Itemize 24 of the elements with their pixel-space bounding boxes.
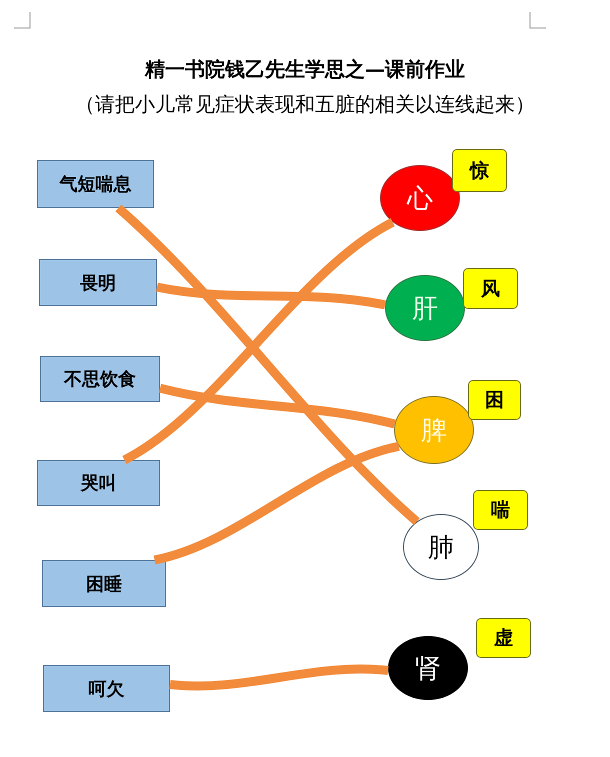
symptom-box: 呵欠 <box>43 665 170 712</box>
connecting-line <box>115 204 420 525</box>
symptom-box: 困睡 <box>42 560 166 607</box>
connecting-line <box>156 282 386 310</box>
organ-circle: 肾 <box>388 636 468 700</box>
instruction-text: （请把小儿常见症状表现和五脏的相关以连线起来） <box>74 91 536 118</box>
connecting-line <box>122 218 395 464</box>
title: 精一书院钱乙先生学思之—课前作业 <box>144 56 466 83</box>
connecting-line <box>158 384 396 428</box>
organ-circle: 脾 <box>394 396 474 464</box>
organ-circle: 心 <box>380 165 460 231</box>
symptom-box: 畏明 <box>39 259 157 306</box>
label-tag: 惊 <box>452 149 507 192</box>
organ-circle: 肺 <box>403 514 479 580</box>
connecting-line <box>153 442 400 564</box>
label-tag: 困 <box>468 380 521 420</box>
symptom-box: 哭叫 <box>37 460 160 506</box>
organ-circle: 肝 <box>385 275 465 341</box>
connecting-line <box>170 664 388 690</box>
label-tag: 虚 <box>476 618 531 658</box>
symptom-box: 不思饮食 <box>40 356 160 402</box>
label-tag: 喘 <box>473 490 528 530</box>
label-tag: 风 <box>463 268 518 309</box>
symptom-box: 气短喘息 <box>37 160 154 208</box>
